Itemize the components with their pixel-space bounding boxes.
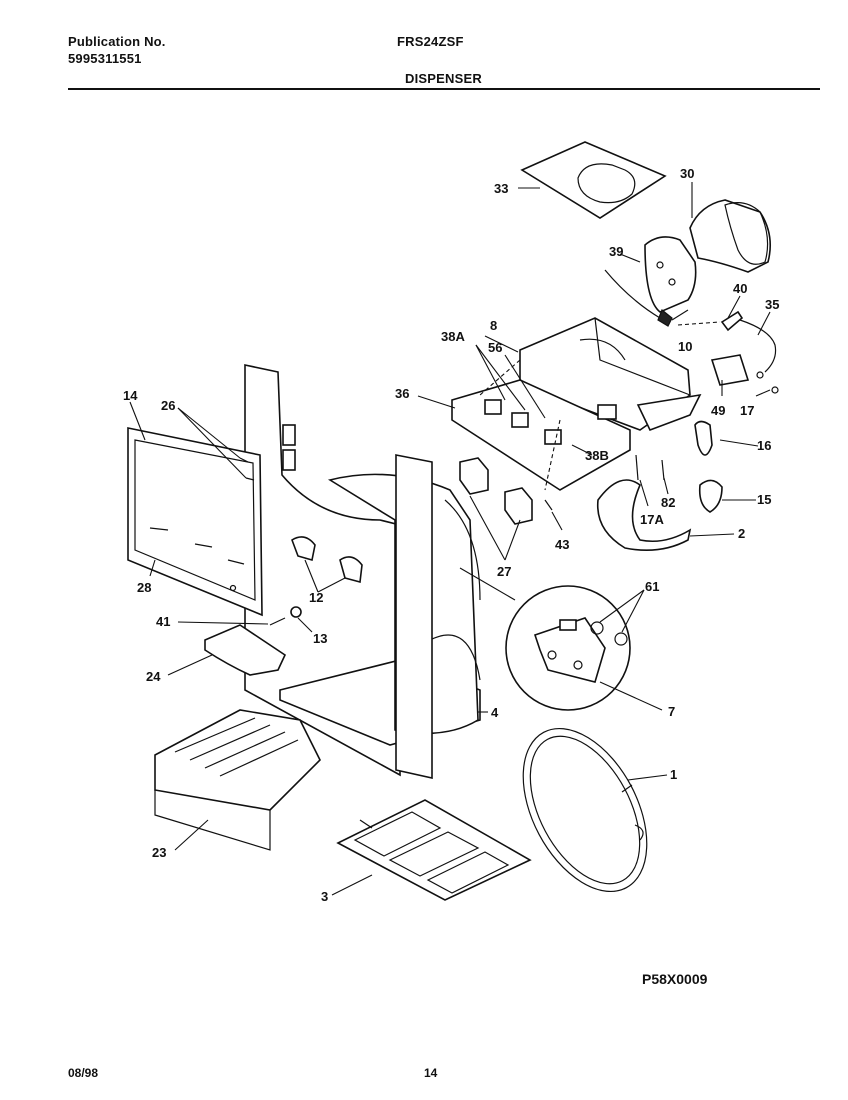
callout-39: 39 — [609, 244, 623, 259]
callout-labels: 33 30 39 40 35 8 38A 56 10 36 49 17 16 3… — [123, 166, 779, 904]
part-14-28-display-cover — [127, 427, 263, 617]
callout-35: 35 — [765, 297, 779, 312]
callout-24: 24 — [146, 669, 161, 684]
callout-13: 13 — [313, 631, 327, 646]
callout-38a: 38A — [441, 329, 465, 344]
part-3-heater-pad — [336, 799, 532, 901]
callout-2: 2 — [738, 526, 745, 541]
callout-33: 33 — [494, 181, 508, 196]
callout-30: 30 — [680, 166, 694, 181]
callout-8: 8 — [490, 318, 497, 333]
callout-17a: 17A — [640, 512, 664, 527]
part-30-flapper-assembly — [604, 199, 771, 327]
part-26-screws — [239, 457, 255, 481]
callout-43: 43 — [555, 537, 569, 552]
part-13-41-spring-lever — [269, 606, 302, 626]
callout-38b: 38B — [585, 448, 609, 463]
callout-17: 17 — [740, 403, 754, 418]
part-36-switch-panel — [451, 359, 631, 491]
page-number: 14 — [424, 1066, 438, 1080]
part-82-17a-screws — [544, 454, 665, 511]
part-7-61-microswitch-inset — [459, 567, 631, 711]
callout-61: 61 — [645, 579, 659, 594]
part-33-cover-plate — [520, 141, 667, 219]
part-35-40-lamp-wire — [677, 310, 777, 373]
callout-3: 3 — [321, 889, 328, 904]
callout-15: 15 — [757, 492, 771, 507]
publication-number: 5995311551 — [68, 51, 142, 66]
part-23-drip-tray — [154, 709, 321, 851]
callout-10: 10 — [678, 339, 692, 354]
callout-26: 26 — [161, 398, 175, 413]
part-2-wire-harness — [596, 479, 692, 552]
callout-27: 27 — [497, 564, 511, 579]
leader-lines — [129, 182, 771, 896]
callout-56: 56 — [488, 340, 502, 355]
callout-23: 23 — [152, 845, 166, 860]
callout-28: 28 — [137, 580, 151, 595]
callout-14: 14 — [123, 388, 138, 403]
callout-36: 36 — [395, 386, 409, 401]
callout-41: 41 — [156, 614, 170, 629]
part-1-gasket — [522, 727, 648, 893]
callout-7: 7 — [668, 704, 675, 719]
part-12-27-actuators — [291, 457, 533, 584]
callout-16: 16 — [757, 438, 771, 453]
publication-label: Publication No. — [68, 34, 166, 49]
callout-4: 4 — [491, 705, 499, 720]
callout-49: 49 — [711, 403, 725, 418]
callout-40: 40 — [733, 281, 747, 296]
footer-date: 08/98 — [68, 1066, 98, 1080]
part-49-17-lamp-socket — [710, 354, 779, 394]
part-16-15-switch-and-bulb — [694, 420, 723, 513]
diagram-code: P58X0009 — [642, 971, 708, 987]
callout-1: 1 — [670, 767, 677, 782]
callout-12: 12 — [309, 590, 323, 605]
callout-82: 82 — [661, 495, 675, 510]
model-number: FRS24ZSF — [397, 34, 464, 49]
section-title: DISPENSER — [405, 71, 482, 86]
part-24-lever-arm — [204, 624, 287, 676]
front-panel-strip — [395, 454, 433, 779]
